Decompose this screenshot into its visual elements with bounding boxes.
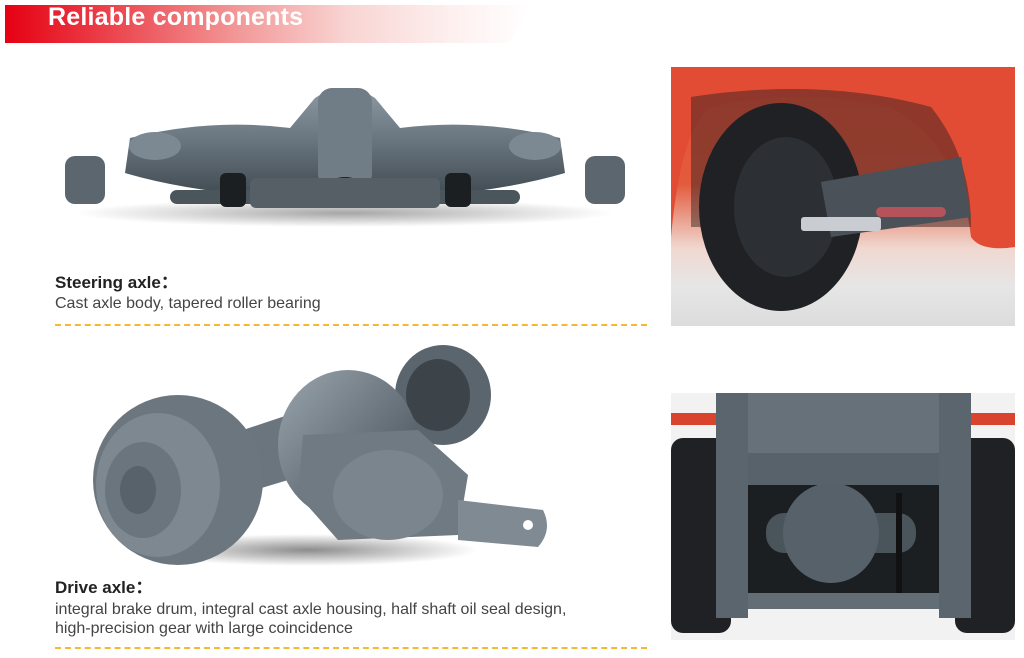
section-divider [55, 647, 647, 649]
section-banner [5, 5, 530, 43]
drive-axle-illustration [88, 335, 558, 570]
drive-axle-description-line-1: integral brake drum, integral cast axle … [55, 601, 567, 618]
page-title: Reliable components [48, 3, 304, 31]
steering-axle-heading: Steering axle： [55, 273, 178, 292]
drive-axle-graphic [93, 345, 547, 566]
steering-axle-illustration [60, 78, 630, 238]
steering-axle-installed-photo [671, 67, 1015, 326]
drive-axle-heading: Drive axle： [55, 578, 153, 597]
drive-axle-photo-graphic [671, 393, 1015, 640]
steering-axle-graphic [65, 88, 625, 227]
drive-axle-installed-photo [671, 393, 1015, 640]
steering-wheel-photo-graphic [671, 67, 1015, 311]
section-divider [55, 324, 647, 326]
steering-axle-description: Cast axle body, tapered roller bearing [55, 295, 321, 312]
drive-axle-description-line-2: high-precision gear with large coinciden… [55, 620, 353, 637]
